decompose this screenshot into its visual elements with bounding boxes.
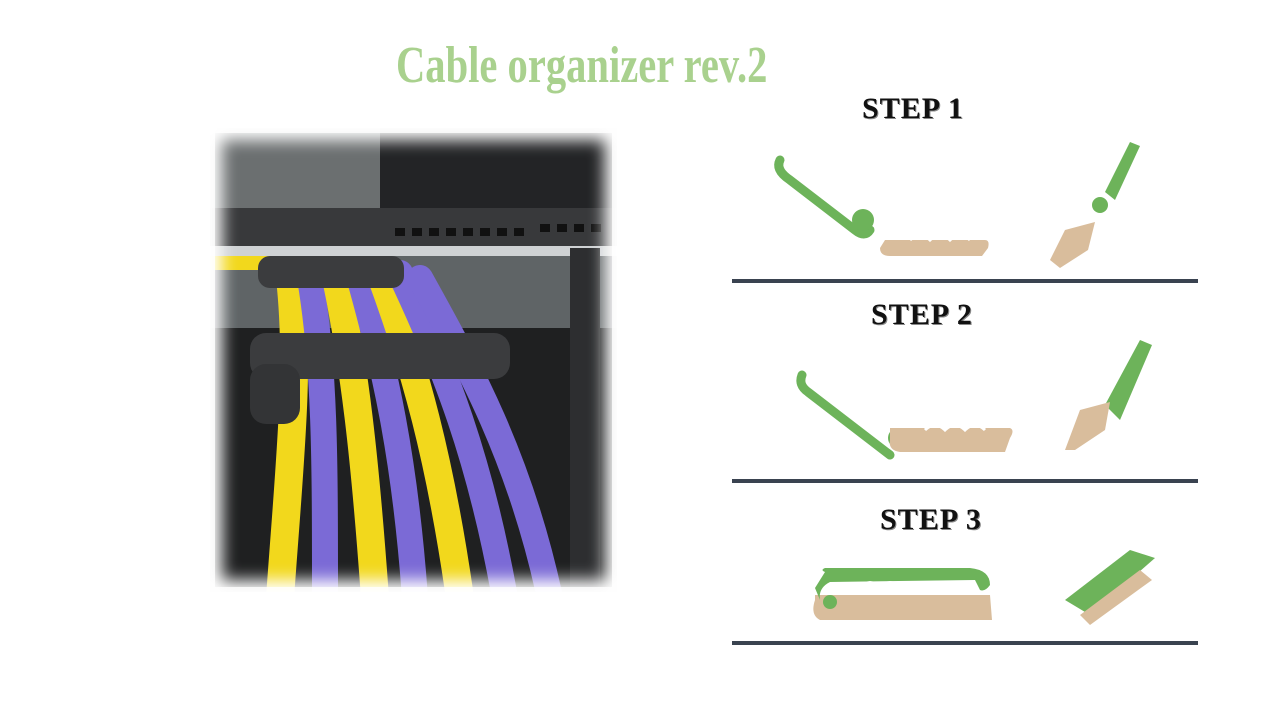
cable-photo-image (210, 128, 617, 592)
slide-title: Cable organizer rev.2 (396, 37, 768, 94)
step-3-diagram (813, 550, 1155, 625)
cable-organizer-photo (210, 128, 617, 592)
step-3-label: STEP 3 (880, 503, 982, 536)
step-1-divider (732, 279, 1198, 283)
step-3-divider (732, 641, 1198, 645)
step-1-diagram (774, 142, 1140, 268)
arm-part-icon (774, 155, 875, 239)
step-2-divider (732, 479, 1198, 483)
step-1-label: STEP 1 (862, 92, 964, 125)
step-2-diagram (796, 340, 1152, 460)
step-2-label: STEP 2 (871, 298, 973, 331)
base-part-icon (880, 240, 989, 256)
